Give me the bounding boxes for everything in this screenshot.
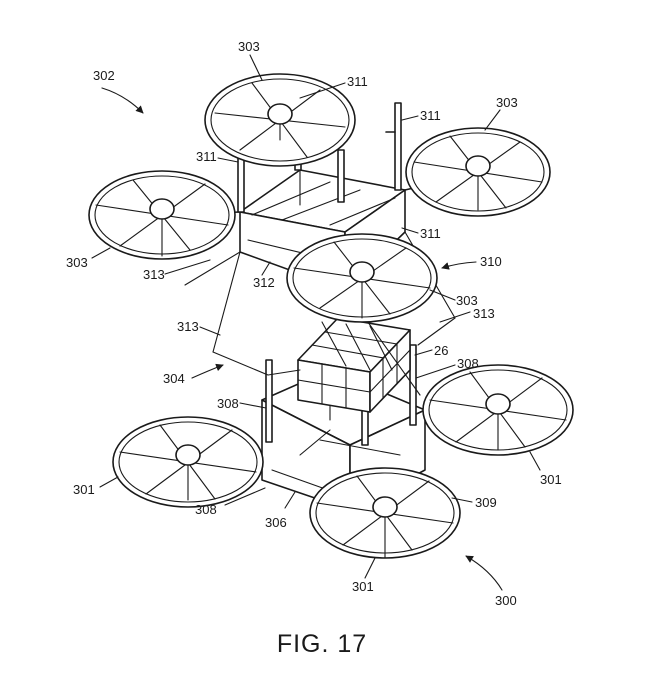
label-303: 303 [66, 255, 88, 270]
label-309: 309 [475, 495, 497, 510]
label-301: 301 [73, 482, 95, 497]
label-313: 313 [177, 319, 199, 334]
rotor-lower-right [422, 364, 574, 456]
label-308: 308 [217, 396, 239, 411]
rotor-upper-front [286, 233, 438, 323]
label-301: 301 [352, 579, 374, 594]
label-303: 303 [496, 95, 518, 110]
rotor-upper-left [88, 170, 236, 260]
label-311: 311 [347, 74, 368, 89]
label-300: 300 [495, 593, 517, 608]
reference-labels: 303 302 311 311 303 311 303 311 313 312 … [66, 39, 562, 608]
rotor-upper-top [204, 73, 356, 167]
label-303: 303 [456, 293, 478, 308]
label-301: 301 [540, 472, 562, 487]
label-306: 306 [265, 515, 287, 530]
label-312: 312 [253, 275, 275, 290]
label-308: 308 [457, 356, 479, 371]
figure-caption: FIG. 17 [277, 630, 367, 658]
label-303: 303 [238, 39, 260, 54]
arrows [101, 87, 503, 591]
label-311: 311 [420, 108, 441, 123]
payload-cube-grid [297, 317, 411, 413]
label-302: 302 [93, 68, 115, 83]
label-311: 311 [420, 226, 441, 241]
label-308: 308 [195, 502, 217, 517]
rotor-lower-front [309, 467, 461, 559]
label-313: 313 [143, 267, 165, 282]
leader-lines [91, 54, 541, 579]
label-311: 311 [196, 149, 217, 164]
rotor-upper-right [405, 127, 551, 217]
label-313: 313 [473, 306, 495, 321]
label-304: 304 [163, 371, 185, 386]
label-310: 310 [480, 254, 502, 269]
label-26: 26 [434, 343, 448, 358]
rotor-lower-left [112, 416, 264, 508]
